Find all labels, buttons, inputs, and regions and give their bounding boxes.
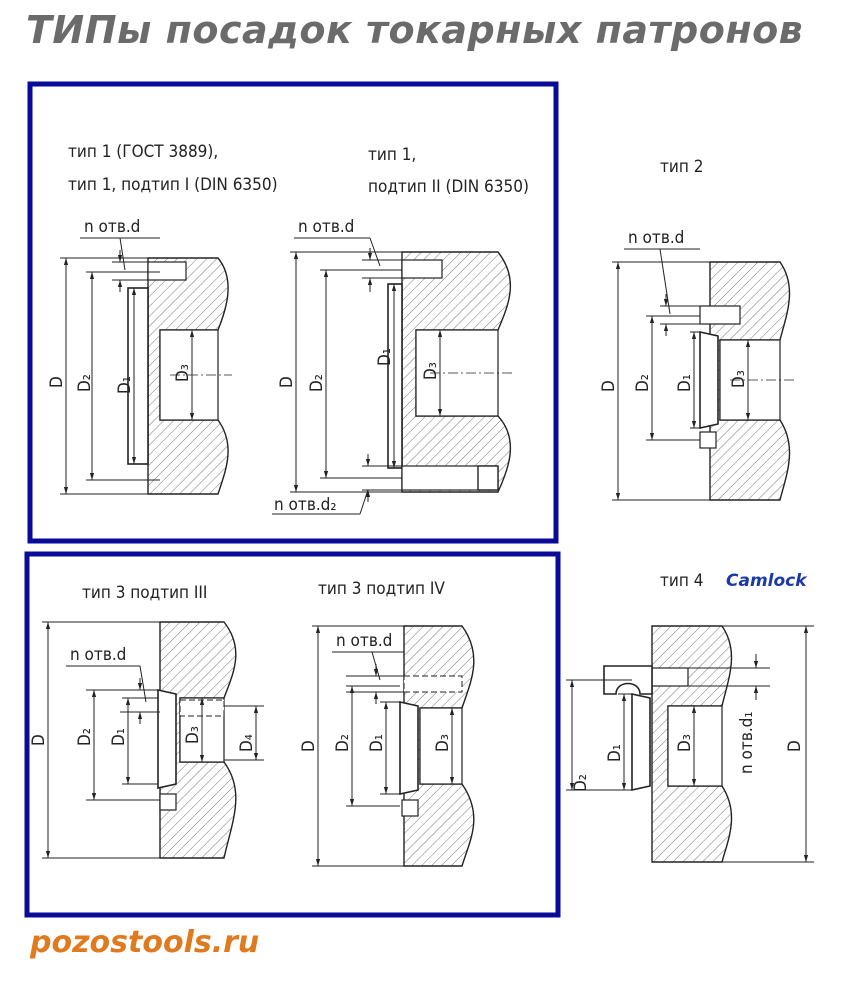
- mounting-cone: [399, 701, 419, 795]
- label-D1: D₁: [367, 734, 387, 752]
- camlock-label: Camlock: [726, 571, 808, 591]
- caption: тип 3 подтип III: [82, 583, 207, 603]
- mounting-flange: [387, 283, 403, 469]
- hole-d2-label: n отв.d₂: [274, 495, 337, 515]
- mounting-flange: [127, 287, 149, 465]
- label-D1: D₁: [675, 374, 695, 392]
- caption-line2: тип 1, подтип I (DIN 6350): [68, 175, 278, 195]
- label-D2: D₂: [633, 374, 653, 392]
- label-D: D: [277, 376, 297, 388]
- caption: тип 2: [660, 157, 703, 177]
- bolt-hole: [147, 261, 187, 281]
- hole-label: n отв.d₁: [737, 711, 757, 774]
- bolt-hole: [699, 305, 741, 325]
- frame-type1: [27, 81, 559, 544]
- label-D1: D₁: [375, 348, 395, 366]
- caption-line1: тип 1 (ГОСТ 3889),: [68, 142, 218, 162]
- caption-line1: тип 1,: [368, 145, 416, 165]
- caption: тип 3 подтип IV: [318, 579, 445, 599]
- label-D3: D₃: [183, 726, 203, 744]
- caption: тип 4: [660, 571, 703, 591]
- panel-type4-camlock: тип 4 Camlock D₂ D₁ D₃ n отв.d₁ D: [566, 571, 814, 863]
- panel-type1-gost: тип 1 (ГОСТ 3889), тип 1, подтип I (DIN …: [47, 142, 278, 495]
- label-D1: D₁: [109, 728, 129, 746]
- label-D: D: [599, 380, 619, 392]
- label-D: D: [29, 734, 49, 746]
- label-D2: D₂: [75, 374, 95, 392]
- mounting-cone: [157, 689, 177, 789]
- label-D1: D₁: [115, 376, 135, 394]
- label-D3: D₃: [421, 362, 441, 380]
- mounting-cone: [631, 693, 651, 791]
- label-D4: D₄: [237, 734, 257, 752]
- page-title: ТИПы посадок токарных патронов: [26, 8, 804, 52]
- mounting-cone: [699, 331, 719, 429]
- label-D3: D₃: [675, 734, 695, 752]
- label-D1: D₁: [605, 744, 625, 762]
- label-D: D: [47, 376, 67, 388]
- panel-type3-subtype4: тип 3 подтип IV n отв.d D D₂ D₁ D₃: [299, 579, 475, 867]
- label-D3: D₃: [173, 364, 193, 382]
- caption-line2: подтип II (DIN 6350): [368, 177, 529, 197]
- label-D: D: [299, 740, 319, 752]
- hole-label: n отв.d: [336, 631, 392, 651]
- label-D: D: [785, 740, 805, 752]
- site-url: pozostools.ru: [30, 925, 260, 960]
- panel-type2: тип 2 n отв.d D D₂ D₁ D₃: [599, 157, 794, 501]
- label-D2: D₂: [307, 374, 327, 392]
- label-D3: D₃: [433, 734, 453, 752]
- hole-label: n отв.d: [70, 645, 126, 665]
- bolt-hole: [651, 667, 689, 687]
- label-D3: D₃: [729, 370, 749, 388]
- hole-label: n отв.d: [84, 217, 140, 237]
- label-D2: D₂: [75, 728, 95, 746]
- panel-type3-subtype3: тип 3 подтип III n отв.d D D₂ D₁ D₃ D₄: [29, 583, 264, 859]
- panel-type1-din: тип 1, подтип II (DIN 6350) n отв.d D D₂…: [272, 145, 529, 515]
- hole-label: n отв.d: [298, 217, 354, 237]
- hole-label: n отв.d: [628, 228, 684, 248]
- label-D2: D₂: [333, 734, 353, 752]
- frame-type3: [24, 551, 561, 918]
- label-D2: D₂: [571, 774, 591, 792]
- bolt-hole: [401, 259, 443, 279]
